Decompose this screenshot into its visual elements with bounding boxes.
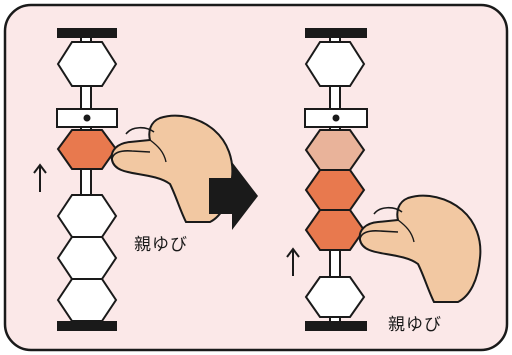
thumb-hand-icon: [358, 194, 482, 303]
earth-bead: [56, 278, 118, 322]
thumb-label-right: 親ゆび: [388, 315, 442, 335]
frame-top-bar: [57, 28, 117, 38]
beam-dot: [83, 114, 91, 122]
earth-bead-previous: [304, 129, 366, 171]
earth-bead-pushed: [56, 129, 118, 170]
earth-bead: [56, 236, 118, 280]
earth-bead: [56, 194, 118, 238]
up-arrow-icon: [286, 247, 300, 276]
abacus-column-before: [33, 28, 234, 331]
frame-top-bar: [305, 28, 367, 38]
heaven-bead: [56, 41, 118, 87]
background-panel: [3, 3, 509, 352]
earth-bead-pushed: [304, 169, 366, 211]
frame-bottom-bar: [305, 321, 367, 331]
thumb-label-left: 親ゆび: [134, 235, 188, 255]
earth-bead-pushed: [304, 209, 366, 251]
heaven-bead: [304, 41, 366, 87]
next-step-arrow-icon: [209, 162, 258, 230]
beam-dot: [332, 114, 340, 122]
abacus-column-after: [286, 28, 482, 331]
up-arrow-icon: [33, 163, 47, 192]
frame-bottom-bar: [57, 321, 117, 331]
earth-bead: [304, 276, 366, 318]
